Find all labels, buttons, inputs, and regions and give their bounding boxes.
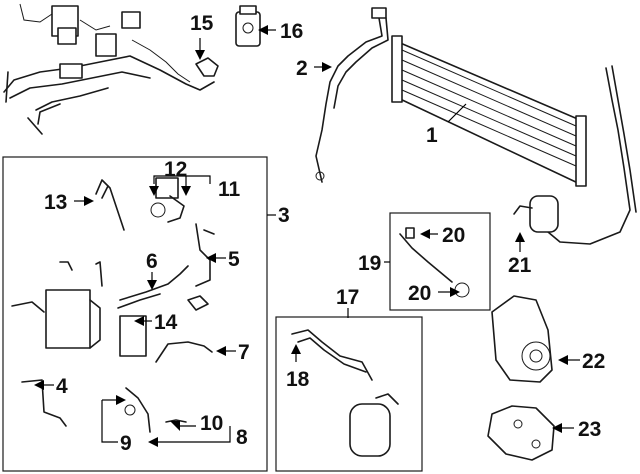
part-12-11-fitting xyxy=(150,177,185,223)
part-6-hose xyxy=(117,265,209,311)
callout-4: 4 xyxy=(56,375,68,398)
part-17-18-accumulator xyxy=(291,329,399,457)
part-9-hose xyxy=(124,387,187,433)
callout-2: 2 xyxy=(296,57,308,80)
group-frame-19 xyxy=(389,212,491,311)
callout-19: 19 xyxy=(358,252,381,275)
callout-1: 1 xyxy=(426,124,438,147)
part-13-hose xyxy=(95,179,125,231)
group-frame-3 xyxy=(2,156,268,472)
callout-8: 8 xyxy=(236,426,248,449)
callout-17: 17 xyxy=(336,286,359,309)
callout-23: 23 xyxy=(578,418,601,441)
part-4-bracket xyxy=(21,379,67,427)
wiring-harness xyxy=(3,3,219,135)
callout-21: 21 xyxy=(508,254,532,277)
callout-15: 15 xyxy=(190,12,214,35)
callout-12: 12 xyxy=(164,158,187,181)
callout-16: 16 xyxy=(280,20,303,43)
part-16-valve xyxy=(235,5,261,47)
part-2-hose xyxy=(315,7,389,183)
part-1-condenser xyxy=(391,35,587,187)
group-frame-17 xyxy=(275,316,423,472)
part-23-bracket xyxy=(487,405,555,461)
callout-14: 14 xyxy=(154,311,178,334)
callout-22: 22 xyxy=(582,350,605,373)
callout-5: 5 xyxy=(228,248,240,271)
callout-20b: 20 xyxy=(408,282,431,305)
callout-6: 6 xyxy=(146,250,158,273)
part-22-compressor xyxy=(491,295,553,383)
part-5-bracket xyxy=(195,223,215,287)
callout-3: 3 xyxy=(278,204,290,227)
callout-13: 13 xyxy=(44,191,67,214)
part-21-drier xyxy=(513,65,637,245)
callout-20a: 20 xyxy=(442,224,465,247)
part-compressor-block xyxy=(11,261,103,349)
callout-7: 7 xyxy=(238,341,250,364)
leaders xyxy=(34,25,580,447)
callout-10: 10 xyxy=(200,412,223,435)
part-7-hose xyxy=(155,341,213,363)
callout-labels: 15 16 2 1 12 11 13 3 6 5 14 7 4 10 8 9 1… xyxy=(44,12,605,455)
callout-18: 18 xyxy=(286,368,310,391)
callout-11: 11 xyxy=(218,178,241,201)
callout-9: 9 xyxy=(120,432,132,455)
